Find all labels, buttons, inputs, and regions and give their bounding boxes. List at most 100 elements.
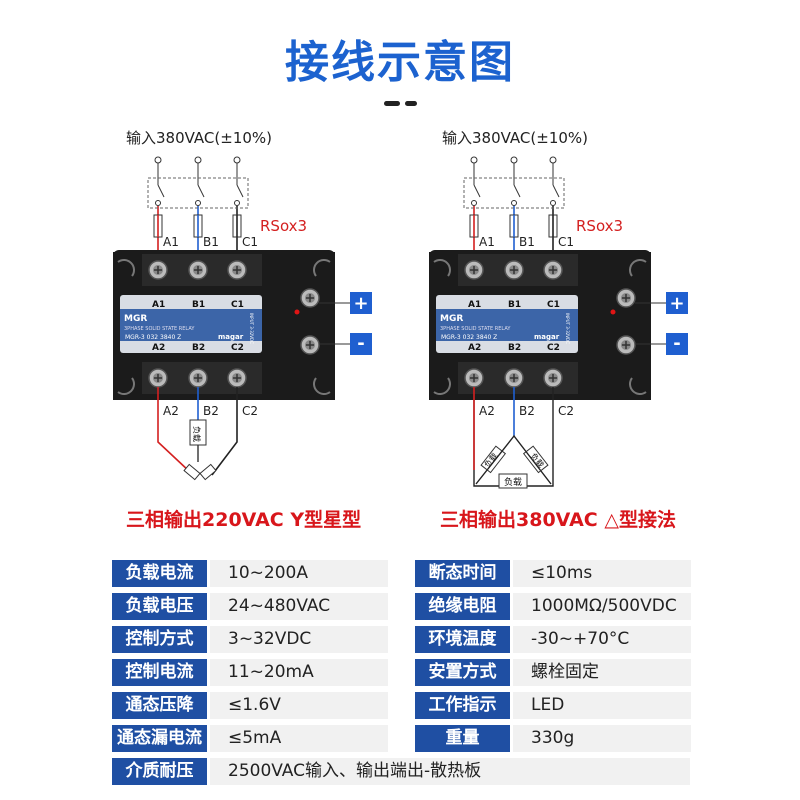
screw-terminal-icon (188, 260, 208, 280)
screw-terminal-icon (188, 368, 208, 388)
spec-value: 11~20mA (210, 659, 388, 686)
switch-icon (157, 184, 165, 198)
bottom-terminal-label: B2 (203, 404, 219, 418)
switch-box (147, 177, 249, 209)
spec-value: 330g (513, 725, 691, 752)
title-divider (384, 101, 400, 106)
load-icon (480, 445, 507, 474)
input-terminal-icon (233, 156, 241, 164)
relay-brand: MGR (440, 314, 463, 324)
title-divider-2 (405, 101, 417, 106)
solid-state-relay (112, 249, 336, 401)
spec-value: ≤5mA (210, 725, 388, 752)
plus-label: + (669, 293, 684, 314)
minus-label: - (357, 333, 364, 354)
load-icon (183, 463, 201, 481)
input-voltage-label: 输入380VAC(±10%) (442, 129, 588, 147)
control-minus-screw-icon (616, 335, 636, 355)
relay-label-top: C1 (547, 300, 560, 310)
screw-terminal-icon (543, 368, 563, 388)
relay-label-top: A1 (468, 300, 481, 310)
spec-value: 2500VAC输入、输出端出-散热板 (210, 758, 690, 785)
input-terminal-icon (549, 156, 557, 164)
plus-terminal-icon (666, 292, 688, 314)
control-plus-screw-icon (616, 288, 636, 308)
screw-terminal-icon (504, 260, 524, 280)
top-terminal-label: A1 (163, 235, 179, 249)
minus-terminal-icon (350, 333, 372, 355)
relay-type: 3PHASE SOLID STATE RELAY (440, 326, 511, 332)
top-terminal-label: B1 (203, 235, 219, 249)
control-minus-screw-icon (300, 335, 320, 355)
spec-label: 断态时间 (415, 560, 510, 587)
relay-input-label: INPUT 3-32VDC (249, 313, 254, 344)
control-plus-screw-icon (300, 288, 320, 308)
input-terminal-icon (510, 156, 518, 164)
spec-label: 绝缘电阻 (415, 593, 510, 620)
bottom-terminal-label: C2 (242, 404, 258, 418)
switch-icon (197, 184, 205, 198)
bottom-terminal-label: A2 (479, 404, 495, 418)
relay-maker: magar (218, 333, 244, 341)
top-terminal-label: B1 (519, 235, 535, 249)
rso-label: RSox3 (576, 217, 623, 235)
load-icon (498, 473, 528, 489)
spec-value: 1000MΩ/500VDC (513, 593, 691, 620)
spec-label: 通态漏电流 (112, 725, 207, 752)
page-title: 接线示意图 (285, 37, 515, 88)
switch-box (463, 177, 565, 209)
solid-state-relay (428, 249, 652, 401)
minus-label: - (673, 333, 680, 354)
input-terminal-icon (194, 156, 202, 164)
spec-value: -30~+70°C (513, 626, 691, 653)
screw-terminal-icon (464, 368, 484, 388)
top-terminal-label: C1 (558, 235, 574, 249)
relay-label-top: C1 (231, 300, 244, 310)
load-label: 负载 (504, 476, 522, 488)
top-terminal-label: C1 (242, 235, 258, 249)
spec-label: 负载电流 (112, 560, 207, 587)
screw-terminal-icon (464, 260, 484, 280)
relay-label-bottom: A2 (152, 343, 165, 353)
spec-value: 螺栓固定 (513, 659, 691, 686)
caption-y-connection: 三相输出220VAC Y型星型 (126, 509, 362, 531)
relay-label-top: A1 (152, 300, 165, 310)
relay-label-top: B1 (508, 300, 521, 310)
plus-label: + (353, 293, 368, 314)
spec-value: 3~32VDC (210, 626, 388, 653)
screw-terminal-icon (227, 368, 247, 388)
input-voltage-label: 输入380VAC(±10%) (126, 129, 272, 147)
switch-icon (552, 184, 560, 198)
switch-icon (473, 184, 481, 198)
load-label: 负载 (192, 426, 202, 442)
screw-terminal-icon (543, 260, 563, 280)
switch-icon (513, 184, 521, 198)
spec-value: 10~200A (210, 560, 388, 587)
screw-terminal-icon (504, 368, 524, 388)
rso-label: RSox3 (260, 217, 307, 235)
spec-label: 控制方式 (112, 626, 207, 653)
minus-terminal-icon (666, 333, 688, 355)
relay-label-bottom: C2 (231, 343, 244, 353)
spec-value: LED (513, 692, 691, 719)
relay-label-bottom: A2 (468, 343, 481, 353)
input-terminal-icon (470, 156, 478, 164)
bottom-terminal-label: C2 (558, 404, 574, 418)
screw-terminal-icon (227, 260, 247, 280)
spec-label: 负载电压 (112, 593, 207, 620)
caption-delta-connection: 三相输出380VAC △型接法 (440, 509, 676, 531)
relay-model: MGR-3 032 3840 Z (441, 334, 497, 341)
spec-value: ≤1.6V (210, 692, 388, 719)
bottom-terminal-label: A2 (163, 404, 179, 418)
bottom-terminal-label: B2 (519, 404, 535, 418)
screw-terminal-icon (148, 368, 168, 388)
relay-maker: magar (534, 333, 560, 341)
relay-label-bottom: B2 (192, 343, 205, 353)
input-terminal-icon (154, 156, 162, 164)
load-icon (522, 445, 549, 474)
spec-value: 24~480VAC (210, 593, 388, 620)
